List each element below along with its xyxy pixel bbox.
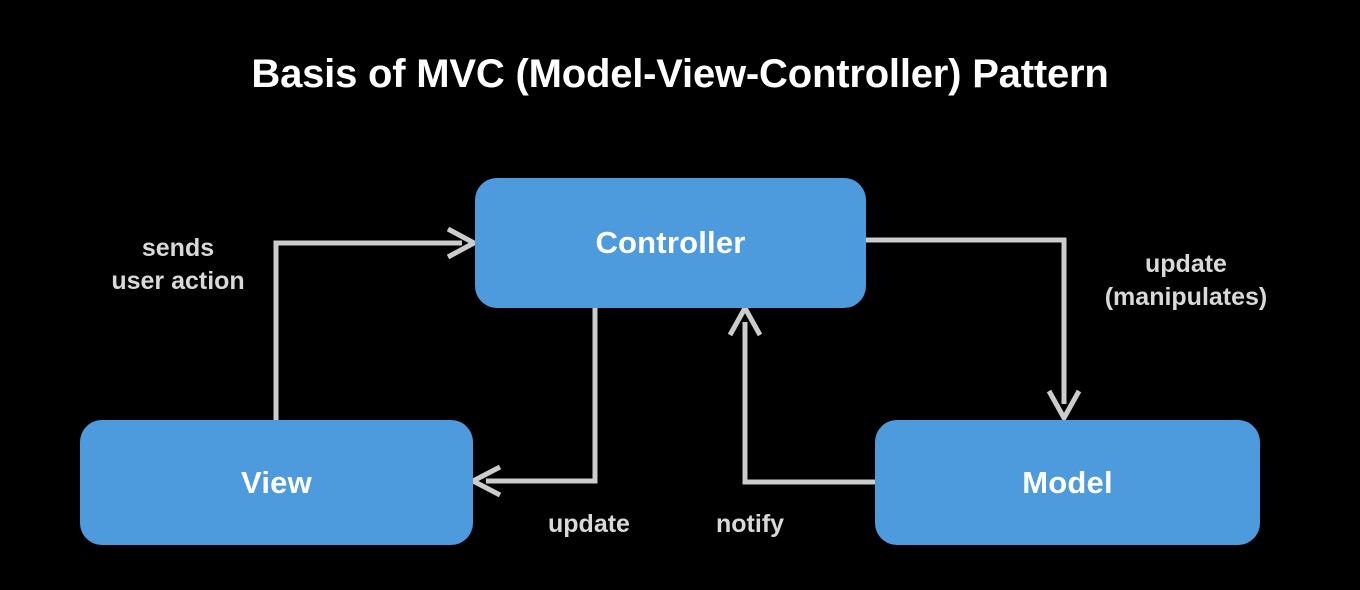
edge-label-update-manipulates-line1: update	[1145, 250, 1227, 278]
node-view-label: View	[241, 464, 312, 500]
edge-label-update-line1: update	[548, 510, 630, 538]
node-view[interactable]: View	[80, 420, 473, 545]
node-model-label: Model	[1022, 464, 1113, 500]
edge-model-to-controller	[727, 302, 875, 485]
edge-view-to-controller	[273, 226, 480, 420]
arrowhead-left-icon	[467, 464, 502, 498]
edge-label-update: update	[548, 508, 630, 541]
node-model[interactable]: Model	[875, 420, 1260, 545]
edge-label-sends-line1: sends	[141, 234, 215, 262]
arrowhead-up-icon	[727, 302, 763, 337]
edge-label-notify: notify	[716, 508, 784, 541]
page-title: Basis of MVC (Model-View-Controller) Pat…	[251, 52, 1109, 96]
edge-label-sends-line2: user action	[111, 267, 245, 295]
node-controller[interactable]: Controller	[475, 178, 866, 308]
edge-label-update-manipulates-line2: (manipulates)	[1104, 283, 1268, 311]
edge-controller-to-view	[467, 308, 598, 498]
edge-label-notify-line1: notify	[716, 510, 785, 538]
arrowhead-down-icon	[1046, 389, 1082, 424]
node-controller-label: Controller	[595, 225, 746, 260]
arrowhead-right-icon	[446, 226, 480, 260]
edge-label-sends-user-action: sends user action	[88, 232, 268, 298]
edge-controller-to-model	[866, 237, 1082, 424]
edge-label-update-manipulates: update (manipulates)	[1082, 248, 1342, 314]
